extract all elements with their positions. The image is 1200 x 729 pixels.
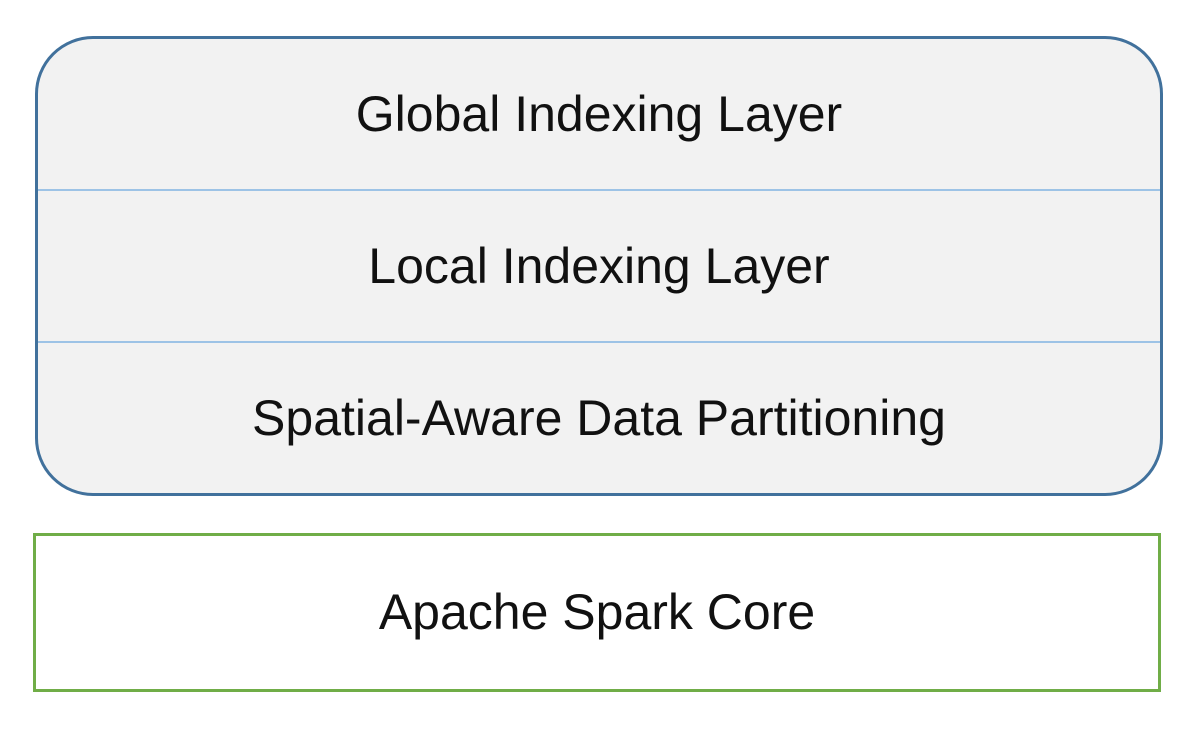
- layer-row-global-indexing: Global Indexing Layer: [38, 39, 1160, 189]
- apache-spark-core-label: Apache Spark Core: [378, 584, 816, 640]
- layer-row-spatial-partitioning: Spatial-Aware Data Partitioning: [38, 341, 1160, 493]
- spatial-aware-data-partitioning-label: Spatial-Aware Data Partitioning: [252, 389, 946, 446]
- apache-spark-core-box: Apache Spark Core: [33, 533, 1161, 692]
- local-indexing-layer-label: Local Indexing Layer: [368, 237, 830, 294]
- layer-row-local-indexing: Local Indexing Layer: [38, 189, 1160, 341]
- indexing-stack-box: Global Indexing Layer Local Indexing Lay…: [35, 36, 1163, 496]
- global-indexing-layer-label: Global Indexing Layer: [355, 85, 843, 142]
